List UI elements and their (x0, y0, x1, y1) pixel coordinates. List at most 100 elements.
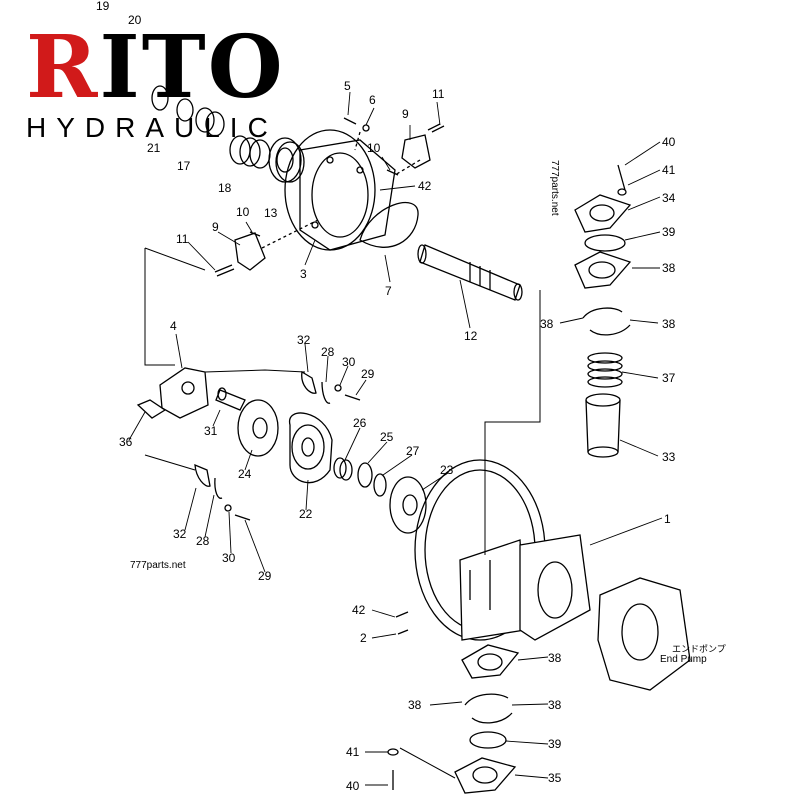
callout-26: 26 (353, 416, 367, 430)
part-39-oring-upper (584, 234, 626, 252)
part-41-washer-right (617, 188, 627, 196)
end-pump-bore (621, 603, 659, 661)
callout-7: 7 (385, 284, 392, 298)
part-32-shoes-lower (194, 463, 223, 499)
part-9-plate-upper (401, 134, 431, 169)
part-33-sleeve (585, 393, 621, 458)
callout-37: 37 (662, 371, 676, 385)
part-35-flange (454, 757, 517, 794)
assembly-lines-main (144, 247, 541, 779)
callout-42-lower: 42 (352, 603, 366, 617)
callout-29-lower: 29 (258, 569, 272, 583)
part-42-bolt-lower (395, 611, 409, 618)
callout-18: 18 (218, 181, 232, 195)
callout-28-lower: 28 (196, 534, 210, 548)
part-38-split-flanges-lower (464, 693, 513, 724)
part-40-bolt-right (617, 164, 626, 191)
callout-9-lower: 9 (212, 220, 219, 234)
part-17-21-rings (151, 85, 225, 137)
part-31-shaft (215, 387, 246, 411)
end-pump-outline (597, 577, 691, 691)
logo-subtitle: HYDRAULIC (26, 112, 278, 143)
part-30-washer-lower (224, 504, 232, 512)
part-9-plate-lower (234, 232, 266, 271)
callout-23: 23 (440, 463, 454, 477)
callout-27: 27 (406, 444, 420, 458)
watermark-diagonal: 777parts.net (549, 160, 560, 216)
callout-38-bottom-c: 38 (548, 698, 562, 712)
callout-42-upper: 42 (418, 179, 432, 193)
callout-4: 4 (170, 319, 177, 333)
part-4-plate (159, 367, 209, 419)
callout-32-lower: 32 (173, 527, 187, 541)
callout-11-upper: 11 (432, 87, 445, 101)
callout-13: 13 (264, 206, 278, 220)
rito-hydraulic-logo: RITO HYDRAULIC (26, 24, 326, 144)
callout-19: 19 (96, 0, 110, 13)
part-29-bolt-lower (234, 514, 251, 521)
part-10-pin-lower (249, 231, 261, 237)
part-30-washer-upper (334, 384, 342, 392)
logo-wordmark-text: R (26, 17, 100, 118)
callout-28-upper: 28 (321, 345, 335, 359)
callout-30-upper: 30 (342, 355, 356, 369)
part-38-split-flanges-upper (582, 307, 631, 336)
callout-20: 20 (128, 13, 142, 27)
callout-38-bottom-a: 38 (548, 651, 562, 665)
callout-38-right-c: 38 (662, 317, 676, 331)
part-11-bolt-upper (427, 123, 445, 133)
part-10-pin-upper (386, 169, 399, 176)
callout-11-lower: 11 (176, 232, 189, 246)
part-23-plate (389, 476, 427, 534)
leader-lines (128, 91, 663, 786)
part-18-seals (229, 135, 271, 169)
callout-38-right-b: 38 (540, 317, 554, 331)
part-12-shaft (417, 244, 523, 301)
callout-33: 33 (662, 450, 676, 464)
callout-10-lower: 10 (236, 205, 250, 219)
part-25-ring (357, 462, 373, 488)
callout-10-upper: 10 (367, 141, 381, 155)
callout-21: 21 (147, 141, 161, 155)
callout-22: 22 (299, 507, 313, 521)
callout-6: 6 (369, 93, 376, 107)
callout-3: 3 (300, 267, 307, 281)
callout-24: 24 (238, 467, 252, 481)
callout-numbers: 19 20 21 17 18 13 5 6 9 11 10 42 10 9 11… (96, 0, 676, 793)
part-38-flange-lower (461, 644, 520, 679)
end-pump-label-en: End Pump (660, 654, 707, 665)
part-38-flange-upper (574, 251, 632, 289)
callout-38-right-a: 38 (662, 261, 676, 275)
logo-wordmark: RITO (26, 24, 285, 112)
part-37-spring (587, 352, 623, 388)
callout-17: 17 (177, 159, 191, 173)
part-27-ring (373, 473, 387, 497)
watermark-left: 777parts.net (130, 560, 186, 571)
part-36-key (136, 399, 167, 419)
callout-41-right: 41 (662, 163, 676, 177)
callout-39-bottom: 39 (548, 737, 562, 751)
callout-39-right: 39 (662, 225, 676, 239)
logo-wordmark-rest: ITO (99, 17, 285, 118)
callout-25: 25 (380, 430, 394, 444)
part-41-washer-lower (387, 748, 399, 756)
part-1-housing (414, 459, 591, 641)
callout-5: 5 (344, 79, 351, 93)
part-26-spring (333, 457, 353, 481)
callout-35: 35 (548, 771, 562, 785)
callout-41-bottom: 41 (346, 745, 360, 759)
callout-38-bottom-b: 38 (408, 698, 422, 712)
callout-9-upper: 9 (402, 107, 409, 121)
callout-40-bottom: 40 (346, 779, 360, 793)
part-5-pin (343, 117, 357, 125)
callout-32-upper: 32 (297, 333, 311, 347)
callout-30-lower: 30 (222, 551, 236, 565)
part-39-oring-lower (469, 731, 507, 749)
end-pump-label-jp: エンドポンプ (672, 644, 726, 654)
callout-1: 1 (664, 512, 671, 526)
part-11-bolt-lower (214, 264, 235, 277)
assembly-lines-top (261, 131, 421, 249)
part-3-cover (284, 129, 396, 251)
